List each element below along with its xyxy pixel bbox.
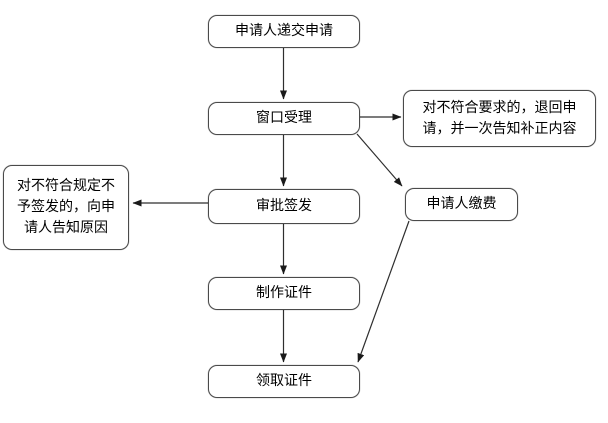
- flow-node-receive-certificate: 领取证件: [208, 365, 360, 398]
- flow-node-label: 申请人递交申请: [235, 23, 333, 39]
- flow-node-label: 窗口受理: [256, 110, 312, 126]
- flow-node-label-line: 对不符合要求的，退回申: [422, 99, 577, 116]
- flow-node-window-acceptance: 窗口受理: [208, 102, 360, 135]
- flow-node-label: 申请人缴费: [426, 196, 497, 212]
- flow-edge-accept-to-pay: [356, 133, 403, 187]
- flow-node-label-line: 请，并一次告知补正内容: [422, 120, 577, 137]
- flow-node-submit-application: 申请人递交申请: [208, 15, 360, 48]
- flow-node-reject-note: 对不符合规定不 予签发的，向申 请人告知原因: [3, 165, 129, 250]
- flow-node-label: 制作证件: [256, 285, 312, 301]
- flow-node-label-line: 对不符合规定不: [17, 178, 115, 194]
- flow-node-label-line: 请人告知原因: [24, 220, 108, 236]
- flow-node-approval-issue: 审批签发: [208, 189, 360, 224]
- flow-node-label: 审批签发: [256, 198, 312, 214]
- flow-node-label: 领取证件: [256, 373, 312, 389]
- flow-node-label-line: 予签发的，向申: [17, 199, 115, 215]
- flow-edge-pay-to-receive: [357, 220, 410, 363]
- flow-node-return-note: 对不符合要求的，退回申 请，并一次告知补正内容: [403, 90, 596, 147]
- flow-node-applicant-payment: 申请人缴费: [405, 188, 518, 221]
- flow-node-produce-certificate: 制作证件: [208, 277, 360, 310]
